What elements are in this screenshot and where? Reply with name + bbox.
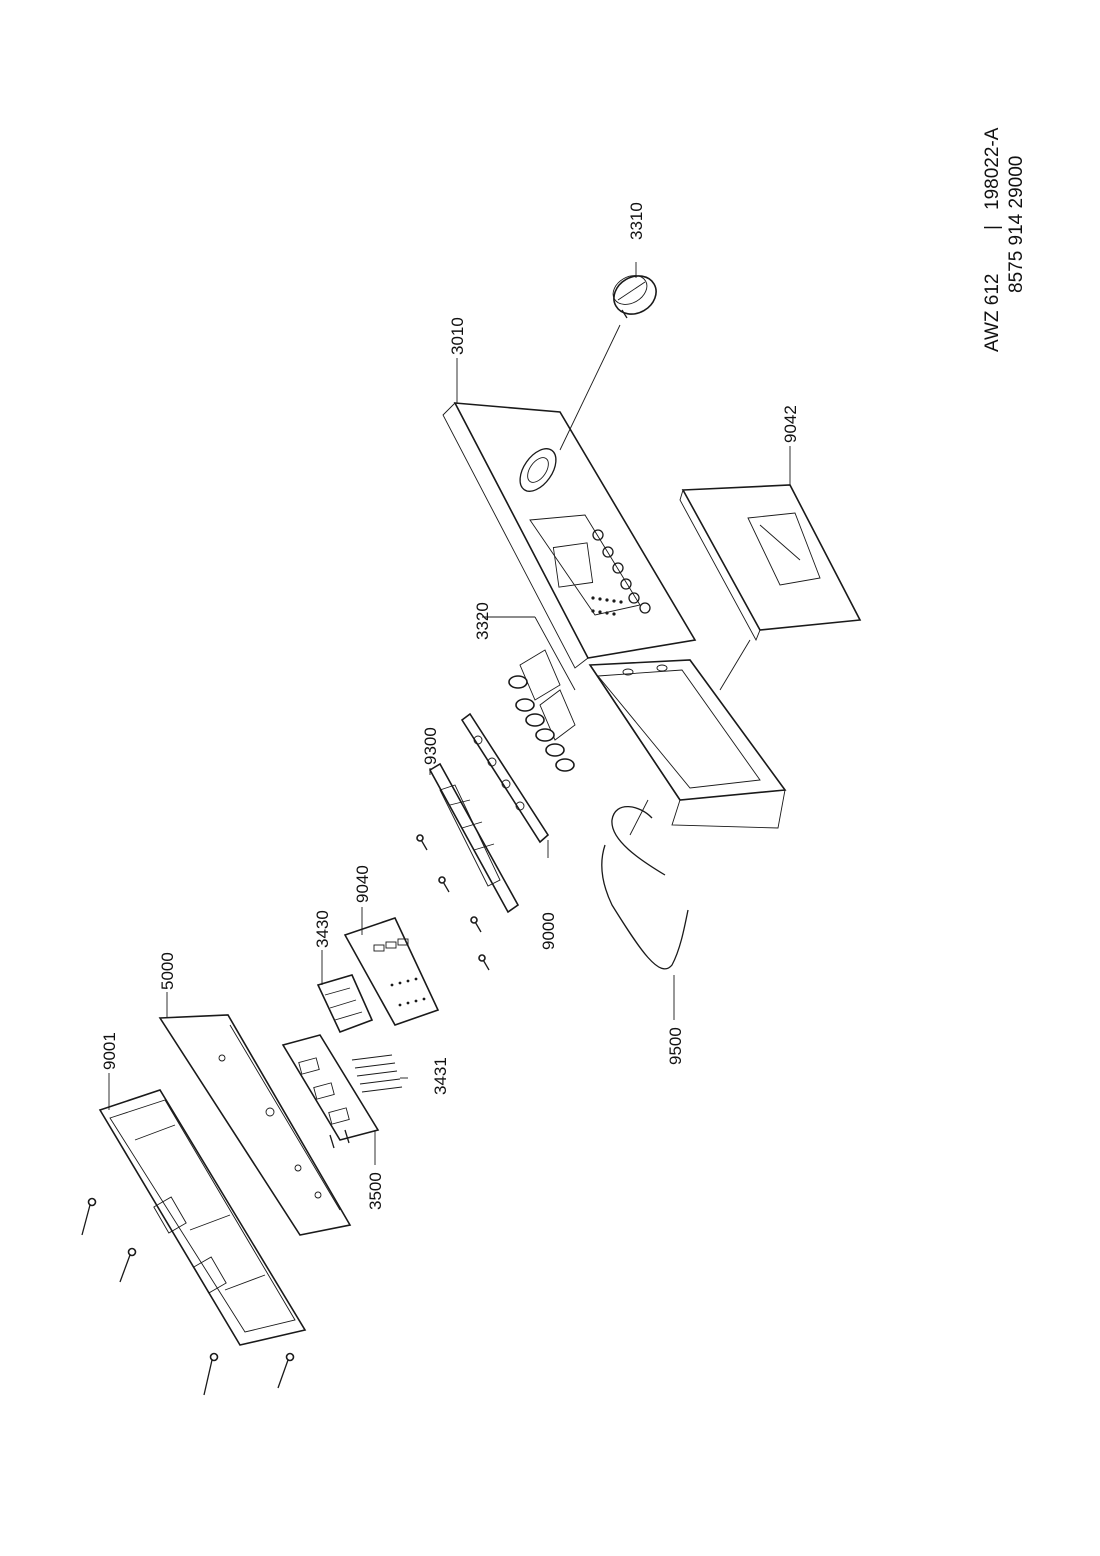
title-separator: | — [982, 225, 1003, 230]
screws-set-b — [81, 1197, 295, 1396]
drawer-front — [679, 484, 862, 642]
document-number: 198022-A — [982, 127, 1003, 210]
display-foil — [343, 917, 440, 1026]
label-9001: 9001 — [100, 1032, 119, 1070]
label-9040: 9040 — [353, 865, 372, 903]
relay-block — [316, 974, 374, 1034]
leader-lines — [108, 262, 791, 1165]
selector-knob — [612, 275, 657, 319]
control-panel-fascia — [442, 402, 697, 669]
button-carrier — [460, 712, 550, 844]
model-name: AWZ 612 — [982, 274, 1003, 353]
display-board-holder — [428, 762, 520, 914]
pcb-housing — [98, 1089, 307, 1346]
label-9500: 9500 — [666, 1027, 685, 1065]
label-9000: 9000 — [539, 912, 558, 950]
connector-block — [281, 1034, 380, 1149]
label-3320: 3320 — [473, 602, 492, 640]
label-9300: 9300 — [421, 727, 440, 765]
label-3310: 3310 — [627, 202, 646, 240]
label-3010: 3010 — [448, 317, 467, 355]
label-3500: 3500 — [366, 1172, 385, 1210]
hose-wire — [601, 805, 689, 970]
connector-pins — [351, 1054, 403, 1093]
part-number: 8575 914 29000 — [1006, 156, 1027, 293]
part-labels: 3010 3310 9042 3320 9300 9000 9040 3430 … — [100, 202, 800, 1210]
label-3431: 3431 — [431, 1057, 450, 1095]
label-3430: 3430 — [313, 910, 332, 948]
dispenser-drawer-housing — [588, 659, 787, 829]
button-caps — [508, 649, 576, 772]
title-block: AWZ 612 | 198022-A 8575 914 29000 — [982, 127, 1027, 352]
label-9042: 9042 — [781, 405, 800, 443]
label-5000: 5000 — [158, 952, 177, 990]
main-pcb — [158, 1014, 352, 1236]
screws-set-a — [416, 834, 490, 971]
